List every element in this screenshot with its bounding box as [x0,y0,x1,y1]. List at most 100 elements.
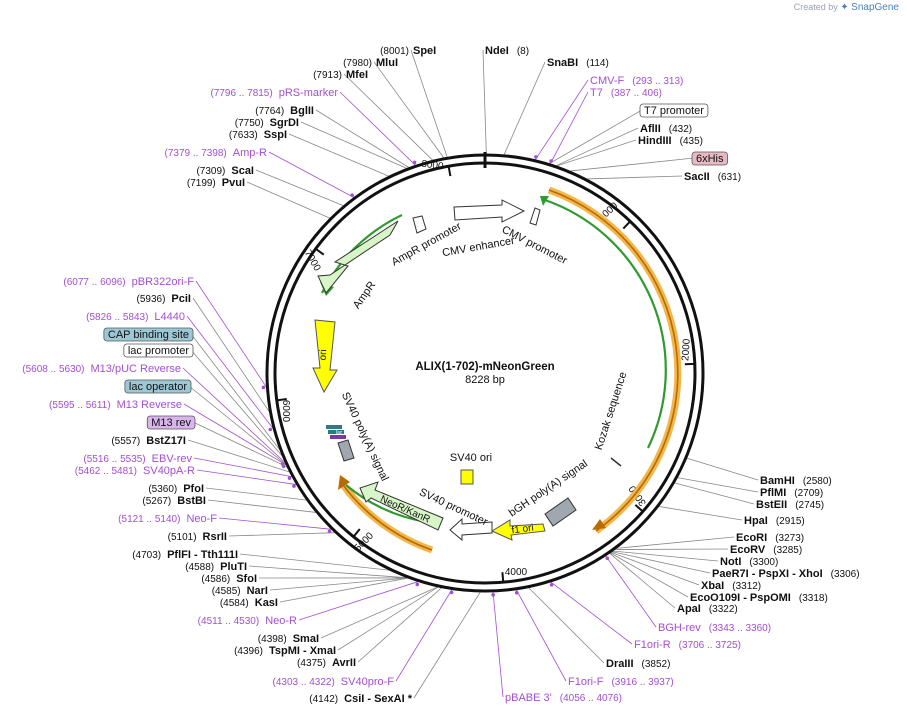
site-label-rsrii[interactable]: RsrII(5101) [168,531,227,543]
site-position: (7199) [187,178,216,189]
cmv-enhancer-arrow [453,199,526,223]
site-label-apai[interactable]: ApaI(3322) [677,603,738,615]
site-label-l4440[interactable]: L4440(5826 .. 5843) [86,311,185,323]
site-label-bstbi[interactable]: BstBI(5267) [142,495,206,507]
site-name: CAP binding site [108,329,189,341]
leader-line [183,403,287,466]
leader-line [482,49,487,155]
site-label-neo-r[interactable]: Neo-R(4511 .. 4530) [198,615,297,627]
site-label-sspi[interactable]: SspI(7633) [229,129,287,141]
site-label-bsteii[interactable]: BstEII(2745) [756,499,824,511]
site-label-cmv-f[interactable]: CMV-F(293 .. 313) [590,75,683,87]
site-label-tspmi-xmai[interactable]: TspMI - XmaI(4396) [234,645,336,657]
site-name: BstEII [756,499,787,511]
ori-arrow [312,319,338,394]
site-label-mlui[interactable]: MluI(7980) [343,57,398,69]
site-label-sgrdi[interactable]: SgrDI(7750) [235,117,299,129]
site-label-scai[interactable]: ScaI(7309) [196,165,254,177]
site-label-pcii[interactable]: PciI(5936) [137,293,191,305]
site-name: F1ori-R [634,639,671,651]
feature-box [103,327,194,342]
site-label-f1ori-r[interactable]: F1ori-R(3706 .. 3725) [634,639,741,651]
site-label-sacii[interactable]: SacII(631) [684,171,741,183]
site-label-pbabe-3[interactable]: pBABE 3'(4056 .. 4076) [505,692,622,704]
site-position: (4142) [309,694,338,705]
site-label-draiii[interactable]: DraIII(3852) [606,658,670,670]
site-label-lac-operator[interactable]: lac operator [124,379,192,394]
leader-line [228,532,336,537]
site-name: BstZ17I [146,435,186,447]
site-label-sv40pa-r[interactable]: SV40pA-R(5462 .. 5481) [75,465,195,477]
site-label-hpai[interactable]: HpaI(2915) [744,515,805,527]
site-label-noti[interactable]: NotI(3300) [720,556,778,568]
created-by-text: Created by [793,2,838,12]
site-label-nari[interactable]: NarI(4585) [212,585,268,597]
site-label-paer7i-pspxi-xhoi[interactable]: PaeR7I - PspXI - XhoI(3306) [712,568,860,580]
site-name: ScaI [231,165,254,177]
site-label-snabi[interactable]: SnaBI(114) [547,57,609,69]
site-label-pluti[interactable]: PluTI(4588) [185,561,247,573]
site-label-m13-rev[interactable]: M13 rev [146,415,196,430]
leader-line [195,280,267,388]
insert-band-arrowhead [592,519,606,530]
site-label-hindiii[interactable]: HindIII(435) [638,135,703,147]
primer-site-mark [412,160,417,165]
site-label-pfoi[interactable]: PfoI(5360) [148,483,204,495]
site-label-bgh-rev[interactable]: BGH-rev(3343 .. 3360) [658,622,771,634]
site-label-m13-puc-reverse[interactable]: M13/pUC Reverse(5608 .. 5630) [22,363,181,375]
site-label-avrii[interactable]: AvrII(4375) [297,657,356,669]
site-label-spei[interactable]: SpeI(8001) [380,45,436,57]
site-name: Neo-F [186,513,217,525]
site-label-sv40pro-f[interactable]: SV40pro-F(4303 .. 4322) [273,676,395,688]
leader-line [339,91,416,166]
site-name: ApaI [677,603,701,615]
site-name: PaeR7I - PspXI - XhoI [712,568,823,580]
site-label-t7-promoter[interactable]: T7 promoter [639,103,709,118]
leader-line [357,587,442,663]
site-name: M13/pUC Reverse [91,363,181,375]
site-label-bamhi[interactable]: BamHI(2580) [760,475,832,487]
leader-line [555,127,639,167]
site-label-pbr322ori-f[interactable]: pBR322ori-F(6077 .. 6096) [63,276,194,288]
site-label-neo-f[interactable]: Neo-F(5121 .. 5140) [118,513,217,525]
site-label-kasi[interactable]: KasI(4584) [220,597,278,609]
site-label-amp-r[interactable]: Amp-R(7379 .. 7398) [165,147,268,159]
site-label-6xhis[interactable]: 6xHis [691,151,728,166]
site-label-aflii[interactable]: AflII(432) [640,123,692,135]
site-position: (5516 .. 5535) [83,454,145,465]
site-label-mfei[interactable]: MfeI(7913) [313,69,368,81]
site-label-bstz17i[interactable]: BstZ17I(5557) [111,435,186,447]
sv40-polya-box [337,439,355,462]
site-name: M13 rev [151,417,191,429]
site-label-f1ori-f[interactable]: F1ori-F(3916 .. 3937) [568,676,674,688]
site-label-cap-binding-site[interactable]: CAP binding site [103,327,194,342]
scale-tick-label: 8000 [421,159,445,173]
site-label-xbai[interactable]: XbaI(3312) [701,580,761,592]
cds-mneongreen-line [544,198,667,449]
site-name: KasI [255,597,278,609]
site-label-ecorv[interactable]: EcoRV(3285) [730,544,802,556]
feature-box [691,151,728,166]
site-label-bglii[interactable]: BglII(7764) [255,105,314,117]
leader-line [556,139,637,167]
site-label-prs-marker[interactable]: pRS-marker(7796 .. 7815) [210,87,338,99]
site-name: SspI [264,129,287,141]
site-label-csii-sexai[interactable]: CsiI - SexAI *(4142) [309,693,412,705]
site-label-ecoo109i-pspomi[interactable]: EcoO109I - PspOMI(3318) [690,592,828,604]
leader-line [677,477,759,493]
site-position: (5462 .. 5481) [75,466,137,477]
site-label-m13-reverse[interactable]: M13 Reverse(5595 .. 5611) [49,399,182,411]
kozak-marker [610,457,622,467]
site-label-pflmi[interactable]: PflMI(2709) [760,487,823,499]
site-label-ebv-rev[interactable]: EBV-rev(5516 .. 5535) [83,453,192,465]
site-label-sfoi[interactable]: SfoI(4586) [201,573,257,585]
site-label-pflfi-tth111i[interactable]: PflFI - Tth111I(4703) [132,549,238,561]
site-label-ndei[interactable]: NdeI(8) [485,45,529,57]
site-label-pvui[interactable]: PvuI(7199) [187,177,245,189]
primer-site-mark [449,590,454,595]
site-label-ecori[interactable]: EcoRI(3273) [736,532,804,544]
site-position: (4303 .. 4322) [273,677,335,688]
site-label-t7[interactable]: T7(387 .. 406) [590,87,662,99]
site-label-lac-promoter[interactable]: lac promoter [123,343,194,358]
site-label-smai[interactable]: SmaI(4398) [258,633,319,645]
